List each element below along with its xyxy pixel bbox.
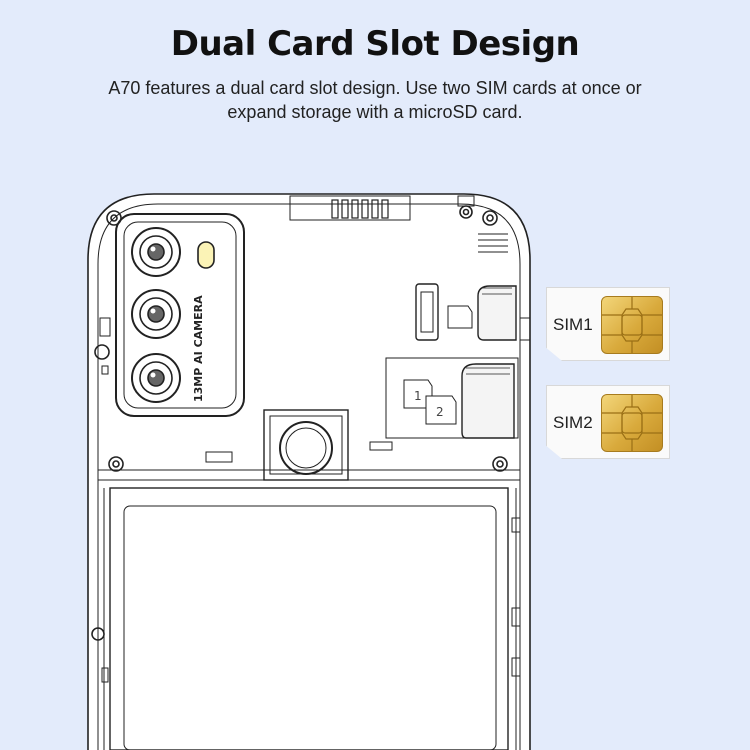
sim-slot-icons — [403, 379, 457, 425]
sim-card-2-label: SIM2 — [553, 413, 593, 432]
phone-back-illustration: 13MP AI CAMERA 1 2 — [87, 193, 531, 750]
sim-card-2: SIM2 — [546, 385, 670, 459]
fingerprint-bracket — [263, 409, 349, 481]
camera-lens-3 — [131, 353, 181, 403]
camera-lens-2 — [131, 289, 181, 339]
sim-card-1-label: SIM1 — [553, 315, 593, 334]
sim-card-1: SIM1 — [546, 287, 670, 361]
sim-chip-icon — [601, 296, 663, 354]
sim-slot-number-1: 1 — [414, 389, 422, 403]
sim-tray-area — [385, 357, 519, 439]
sim-chip-icon — [601, 394, 663, 452]
phone-outline — [87, 193, 531, 750]
page-title: Dual Card Slot Design — [170, 24, 580, 64]
sim-slot-number-2: 2 — [436, 405, 444, 419]
sim-tray-1 — [477, 285, 517, 341]
camera-lens-1 — [131, 227, 181, 277]
camera-label: 13MP AI CAMERA — [192, 295, 205, 402]
flash-icon — [197, 241, 215, 269]
page-subtitle: A70 features a dual card slot design. Us… — [108, 78, 642, 122]
battery-compartment — [109, 487, 509, 750]
sim-tray-2 — [461, 363, 515, 439]
fingerprint-sensor — [279, 421, 333, 475]
camera-module — [115, 213, 245, 417]
micro-usb-slot — [415, 283, 439, 341]
